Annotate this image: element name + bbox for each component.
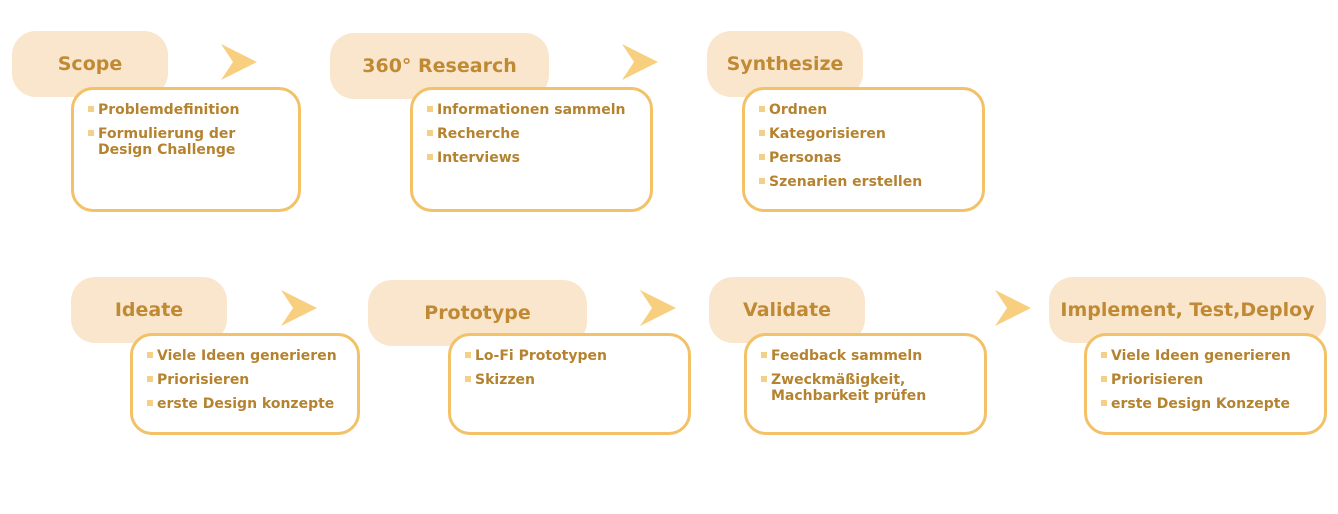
- list-item: erste Design Konzepte: [1101, 396, 1314, 412]
- item-list: Informationen sammeln Recherche Intervie…: [427, 102, 640, 166]
- step-box-scope: Problemdefinition Formulierung der Desig…: [71, 87, 301, 212]
- step-box-implement: Viele Ideen generieren Priorisieren erst…: [1084, 333, 1327, 435]
- list-item: Kategorisieren: [759, 126, 972, 142]
- step-box-prototype: Lo-Fi Prototypen Skizzen: [448, 333, 691, 435]
- step-box-synthesize: Ordnen Kategorisieren Personas Szenarien…: [742, 87, 985, 212]
- list-item: Ordnen: [759, 102, 972, 118]
- item-list: Feedback sammeln Zweckmäßigkeit, Machbar…: [761, 348, 974, 404]
- step-title-implement: Implement, Test,Deploy: [1049, 277, 1326, 343]
- list-item: Personas: [759, 150, 972, 166]
- step-title-synthesize: Synthesize: [707, 31, 863, 97]
- step-title-ideate: Ideate: [71, 277, 227, 343]
- list-item: Skizzen: [465, 372, 678, 388]
- arrow-right-icon: [622, 44, 658, 80]
- step-box-research: Informationen sammeln Recherche Intervie…: [410, 87, 653, 212]
- list-item: Szenarien erstellen: [759, 174, 972, 190]
- arrow-right-icon: [281, 290, 317, 326]
- item-list: Viele Ideen generieren Priorisieren erst…: [1101, 348, 1314, 412]
- step-title-scope: Scope: [12, 31, 168, 97]
- step-title-validate: Validate: [709, 277, 865, 343]
- list-item: Informationen sammeln: [427, 102, 640, 118]
- step-box-ideate: Viele Ideen generieren Priorisieren erst…: [130, 333, 360, 435]
- arrow-right-icon: [640, 290, 676, 326]
- list-item: Problemdefinition: [88, 102, 288, 118]
- list-item: Formulierung der Design Challenge: [88, 126, 288, 158]
- list-item: Priorisieren: [147, 372, 347, 388]
- list-item: Viele Ideen generieren: [1101, 348, 1314, 364]
- list-item: Recherche: [427, 126, 640, 142]
- item-list: Lo-Fi Prototypen Skizzen: [465, 348, 678, 388]
- item-list: Ordnen Kategorisieren Personas Szenarien…: [759, 102, 972, 190]
- list-item: Interviews: [427, 150, 640, 166]
- item-list: Viele Ideen generieren Priorisieren erst…: [147, 348, 347, 412]
- arrow-right-icon: [221, 44, 257, 80]
- list-item: Viele Ideen generieren: [147, 348, 347, 364]
- step-box-validate: Feedback sammeln Zweckmäßigkeit, Machbar…: [744, 333, 987, 435]
- list-item: Feedback sammeln: [761, 348, 974, 364]
- item-list: Problemdefinition Formulierung der Desig…: [88, 102, 288, 158]
- arrow-right-icon: [995, 290, 1031, 326]
- list-item: Zweckmäßigkeit, Machbarkeit prüfen: [761, 372, 974, 404]
- list-item: erste Design konzepte: [147, 396, 347, 412]
- list-item: Priorisieren: [1101, 372, 1314, 388]
- list-item: Lo-Fi Prototypen: [465, 348, 678, 364]
